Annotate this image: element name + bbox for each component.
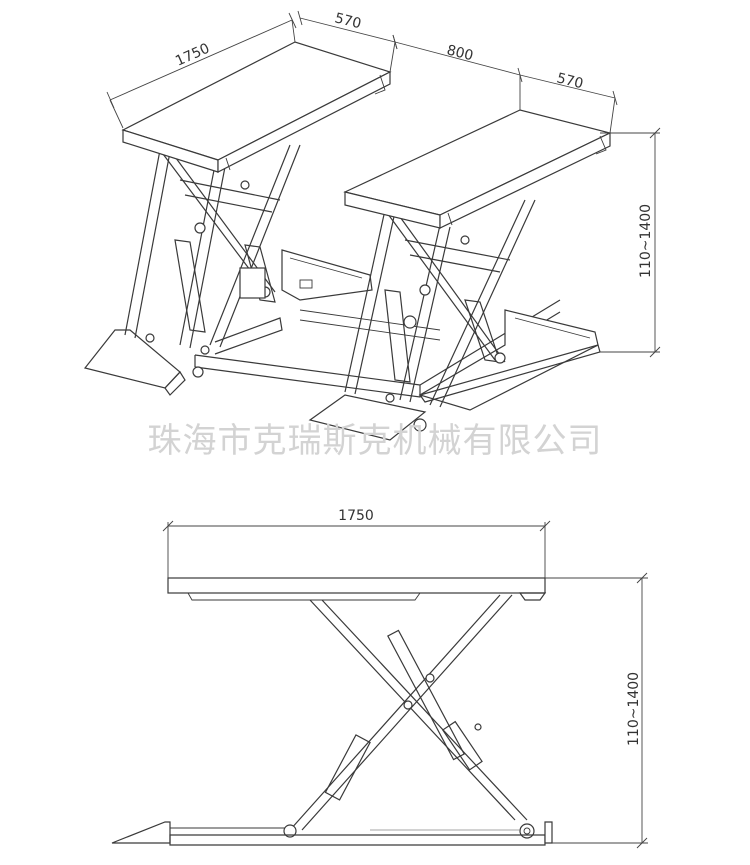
left-scissor-mechanism (124, 144, 301, 378)
right-base-plate (308, 309, 601, 441)
left-platform (121, 41, 392, 173)
side-view: 1750 (111, 508, 648, 849)
right-scissor-mechanism (344, 199, 536, 432)
dim-top-gap: 800 (445, 42, 475, 64)
side-platform (167, 577, 547, 601)
dim-side-length: 1750 (338, 508, 374, 524)
dim-top-width-right: 570 (555, 70, 585, 92)
dim-side-height: 110~1400 (626, 672, 642, 746)
dim-top-width-left: 570 (333, 10, 363, 32)
side-scissor-arms (283, 594, 535, 839)
company-watermark: 珠海市克瑞斯克机械有限公司 (148, 421, 603, 461)
side-top-dimension (162, 520, 551, 580)
dim-top-length: 1750 (173, 41, 212, 70)
side-base (111, 821, 553, 846)
left-base-plate (83, 249, 373, 396)
side-height-dimension (545, 572, 648, 849)
right-platform (343, 109, 612, 229)
iso-dimension-lines (106, 10, 661, 358)
dim-top-height: 110~1400 (638, 204, 654, 278)
isometric-view: 1750 570 800 570 110~1400 (83, 10, 661, 441)
